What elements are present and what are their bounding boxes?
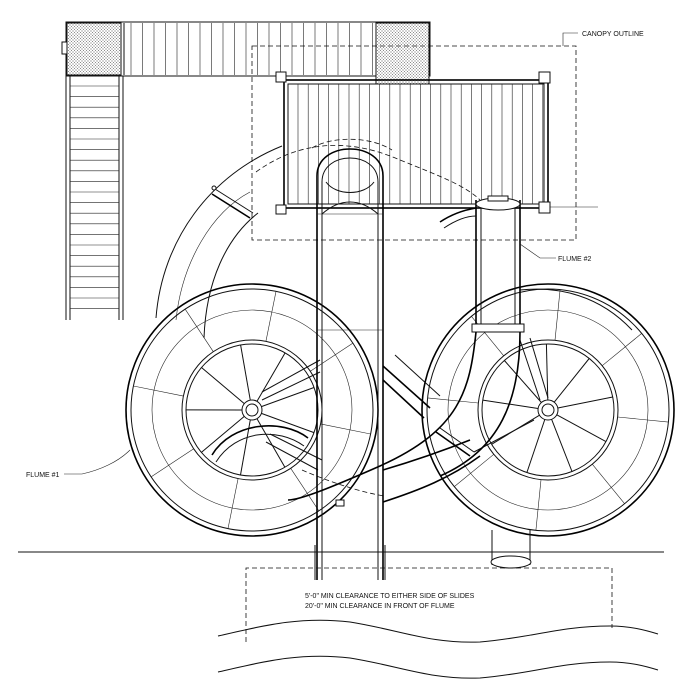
hub-spoke	[201, 416, 245, 453]
hub-spoke	[504, 360, 542, 403]
hub-spoke	[261, 412, 315, 434]
lower-platform-outline	[283, 79, 549, 209]
platform-post-ne	[538, 71, 551, 84]
flume-1-coupling-bolt	[211, 185, 217, 191]
canopy-outline-label: CANOPY OUTLINE	[582, 31, 644, 38]
trough-seam	[320, 423, 371, 435]
flume-2	[421, 283, 675, 537]
callouts: CANOPY OUTLINE FLUME #2 FLUME #1	[26, 31, 644, 479]
trough-seam	[290, 468, 320, 512]
flume-2-tube	[255, 145, 633, 569]
flume-1-label: FLUME #1	[26, 472, 60, 479]
trough-seam	[535, 479, 542, 531]
canopy-outline	[251, 32, 578, 241]
trough-seam	[592, 464, 625, 504]
hub-spoke	[545, 343, 549, 401]
trough-seam	[602, 333, 642, 366]
hub-spoke	[240, 344, 251, 401]
trough-seam	[150, 448, 194, 478]
dotted-landing-left	[66, 22, 122, 76]
dotted-landing-right	[375, 22, 430, 85]
hub-spoke	[526, 419, 546, 473]
platform-planks	[297, 84, 544, 204]
trough-seam	[427, 397, 479, 404]
flume-1	[125, 145, 385, 537]
trough-seam	[184, 308, 214, 352]
water-line-upper	[217, 619, 659, 643]
hub-spoke	[201, 367, 245, 404]
clearance-zone: 5'-0" MIN CLEARANCE TO EITHER SIDE OF SL…	[217, 567, 659, 679]
flume-2-seams	[427, 289, 669, 531]
upper-deck	[61, 21, 431, 85]
platform-post-se	[538, 201, 551, 214]
flume-2-band	[471, 323, 525, 333]
bridge-planks	[123, 23, 373, 75]
hub-spoke	[553, 358, 590, 403]
flume-1-vertical-tube	[311, 138, 393, 580]
hub-spoke	[556, 414, 607, 443]
flume-2-hub	[537, 399, 559, 421]
hub-spoke	[557, 396, 613, 409]
trough-seam	[454, 454, 494, 487]
flume-2-label: FLUME #2	[558, 256, 592, 263]
trough-seam	[554, 289, 561, 341]
lower-platform	[275, 71, 598, 215]
stairs	[65, 76, 124, 320]
clearance-note-line-1: 5'-0" MIN CLEARANCE TO EITHER SIDE OF SL…	[305, 593, 475, 600]
flume-2-outer-ring	[421, 283, 675, 537]
water-line-lower	[217, 655, 659, 679]
stair-treads	[70, 85, 119, 309]
trough-seam	[227, 478, 239, 529]
flume-1-spokes	[185, 344, 315, 476]
platform-post-sw	[275, 204, 287, 215]
trough-seam	[617, 416, 669, 423]
deck-post-left	[61, 41, 68, 55]
hub-spoke	[256, 352, 286, 402]
trough-seam	[133, 385, 184, 397]
flume-2-inner-ring	[477, 339, 619, 481]
hub-spoke	[482, 399, 539, 409]
platform-post-nw	[275, 71, 287, 83]
hub-spoke	[261, 387, 315, 408]
flume-1-entrance-sweep	[155, 145, 283, 319]
hub-spoke	[551, 419, 573, 472]
clearance-note-line-2: 20'-0" MIN CLEARANCE IN FRONT OF FLUME	[305, 603, 455, 610]
flume-2-exit	[490, 555, 532, 569]
trough-seam	[265, 291, 277, 342]
flume-1-hub	[241, 399, 263, 421]
